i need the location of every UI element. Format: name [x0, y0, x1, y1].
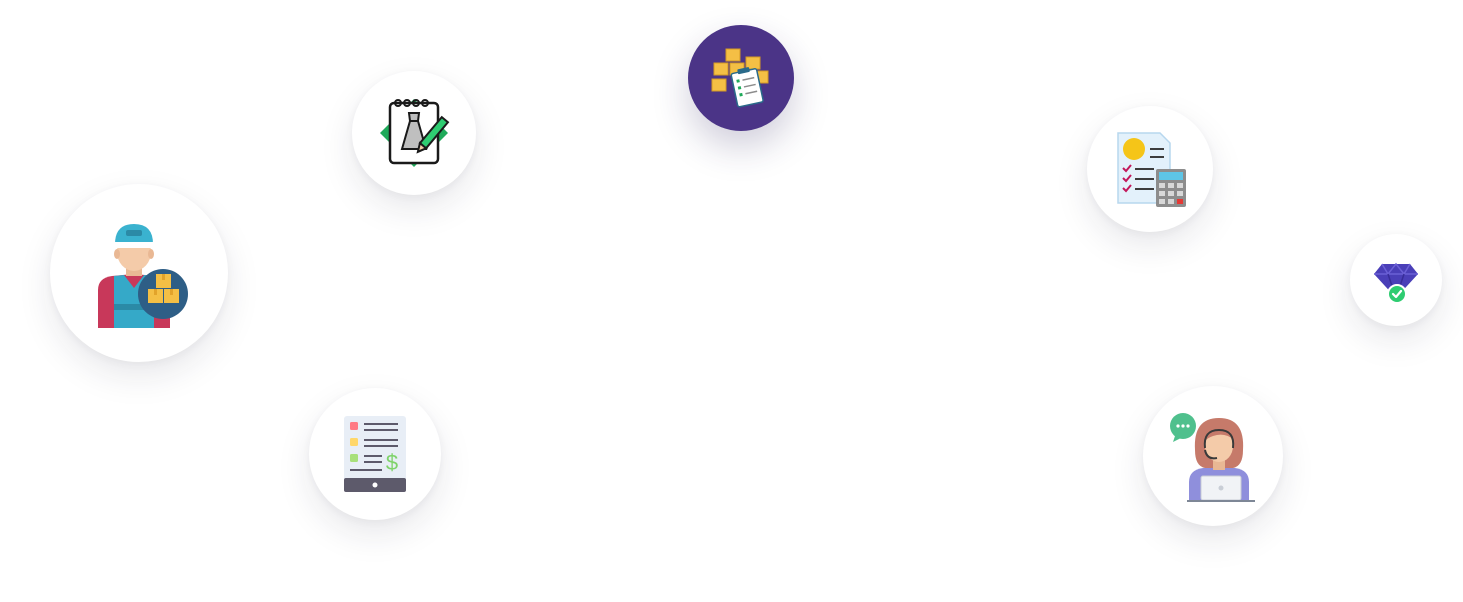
gem-bubble: [1350, 234, 1442, 326]
delivery-courier-icon: [98, 224, 188, 328]
inventory-bubble: [688, 25, 794, 131]
support-bubble: [1143, 386, 1283, 526]
design-bubble: [352, 71, 476, 195]
price-list-tablet-icon: $: [344, 416, 406, 492]
verified-gem-icon: [1374, 262, 1418, 304]
invoice-calculator-icon: [1117, 132, 1186, 207]
tablet-bubble: $: [309, 388, 441, 520]
invoice-bubble: [1087, 106, 1213, 232]
courier-bubble: [50, 184, 228, 362]
svg-text:$: $: [386, 450, 398, 475]
customer-support-agent-icon: [1170, 413, 1255, 502]
inventory-boxes-checklist-icon: [711, 48, 769, 108]
dress-design-notepad-icon: [380, 99, 450, 167]
